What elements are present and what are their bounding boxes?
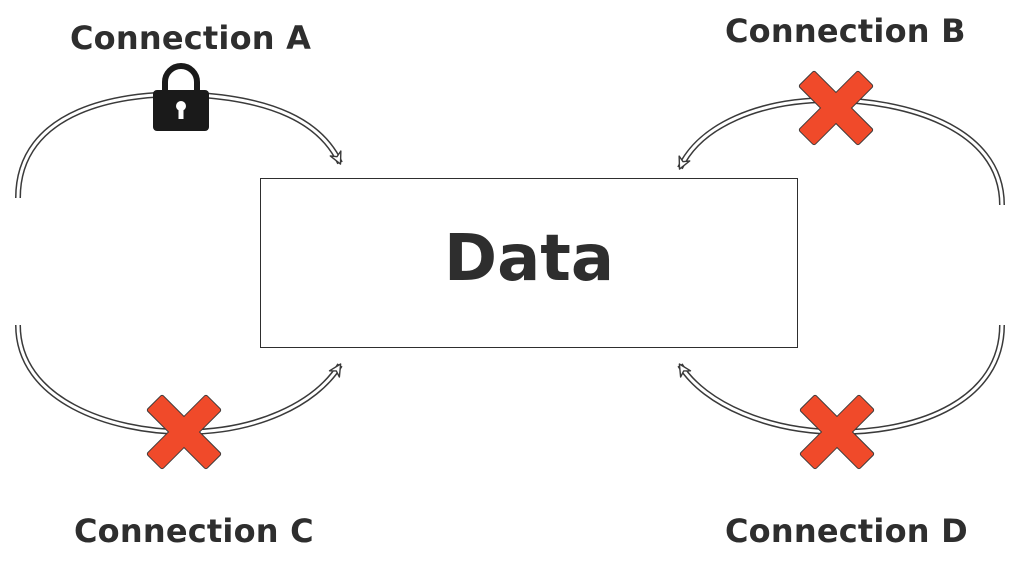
cross-icon — [146, 394, 222, 470]
data-box: Data — [260, 178, 798, 348]
data-box-label: Data — [443, 222, 615, 296]
connection-d-label: Connection D — [725, 512, 968, 550]
connection-b-label: Connection B — [725, 12, 966, 50]
cross-icon — [799, 394, 875, 470]
connection-c-label: Connection C — [74, 512, 314, 550]
connection-a-label: Connection A — [70, 19, 312, 57]
cross-icon — [798, 70, 874, 146]
lock-icon — [153, 63, 209, 131]
